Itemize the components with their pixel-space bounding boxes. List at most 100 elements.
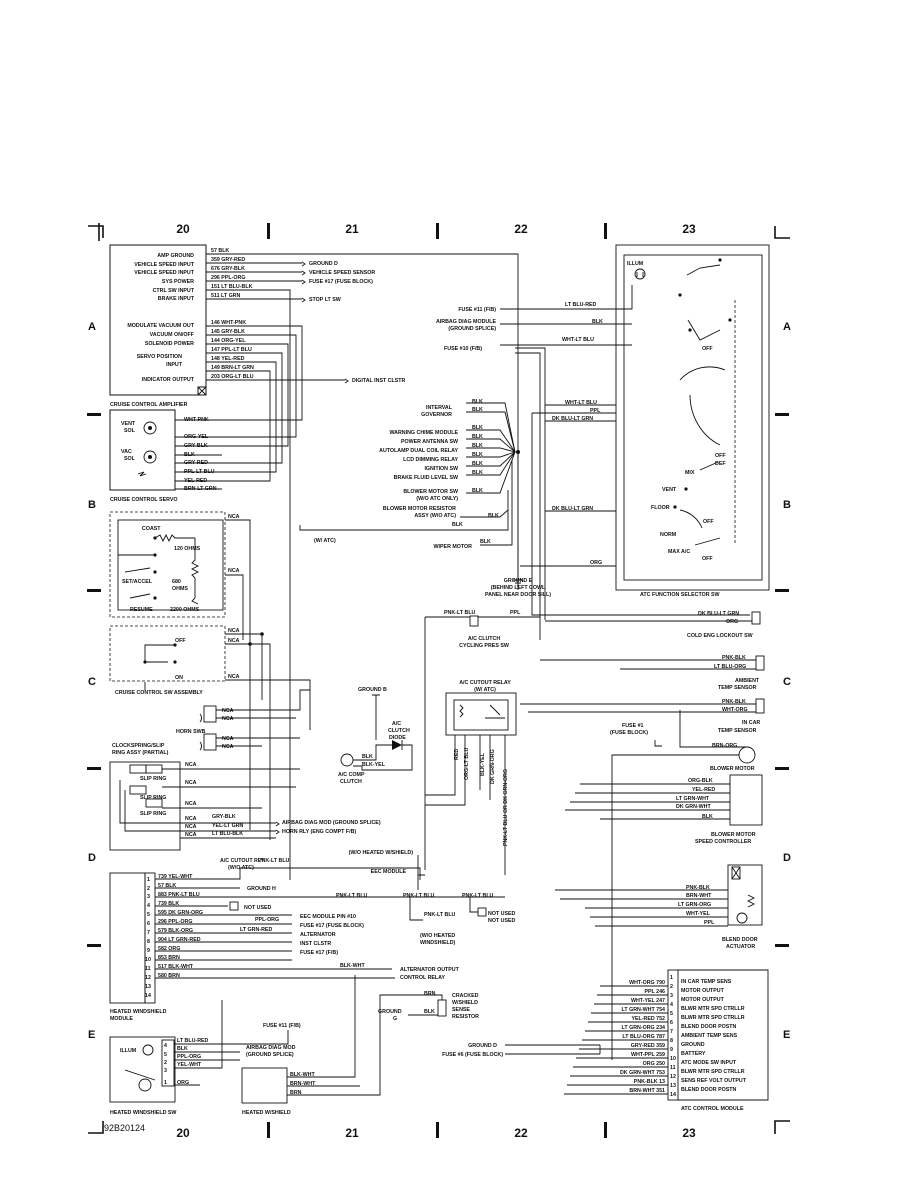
atc-pin-number: 11 <box>670 1065 676 1071</box>
svg-text:2: 2 <box>147 886 150 892</box>
svg-text:EEC MODULE: EEC MODULE <box>371 869 407 875</box>
svg-text:DK BLU-LT GRN: DK BLU-LT GRN <box>698 611 739 617</box>
svg-text:VEHICLE SPEED SENSOR: VEHICLE SPEED SENSOR <box>309 270 375 276</box>
svg-text:SPEED CONTROLLER: SPEED CONTROLLER <box>695 839 751 845</box>
svg-text:OHMS: OHMS <box>172 586 188 592</box>
row-label-c-right: C <box>783 676 791 688</box>
svg-text:BLK: BLK <box>480 539 491 545</box>
svg-text:(W/ ATC): (W/ ATC) <box>314 538 336 544</box>
svg-text:W/SHIELD: W/SHIELD <box>452 1000 478 1006</box>
svg-text:OFF: OFF <box>175 638 186 644</box>
svg-text:PNK-BLK: PNK-BLK <box>686 885 710 891</box>
svg-text:(GROUND SPLICE): (GROUND SPLICE) <box>448 326 496 332</box>
svg-text:SOL: SOL <box>124 428 136 434</box>
atc-wire-label: PNK-BLK 13 <box>634 1079 665 1085</box>
svg-text:144 ORG-YEL: 144 ORG-YEL <box>211 338 246 344</box>
cruise-control-sw-assembly: COAST 120 OHMS SET/ACCEL 680 OHMS RESUME… <box>109 511 311 840</box>
svg-text:VEHICLE SPEED INPUT: VEHICLE SPEED INPUT <box>134 270 195 276</box>
svg-text:GROUND E: GROUND E <box>504 578 533 584</box>
svg-text:5: 5 <box>164 1052 167 1058</box>
svg-text:NOT USED: NOT USED <box>488 911 516 917</box>
svg-text:CTRL SW INPUT: CTRL SW INPUT <box>153 288 195 294</box>
svg-text:SET/ACCEL: SET/ACCEL <box>122 579 153 585</box>
svg-text:DK GRN-WHT: DK GRN-WHT <box>676 804 711 810</box>
svg-text:SYS POWER: SYS POWER <box>162 279 194 285</box>
atc-pin-number: 5 <box>670 1011 673 1017</box>
svg-text:6: 6 <box>147 921 150 927</box>
svg-text:FUSE #10 (F/B): FUSE #10 (F/B) <box>444 346 482 352</box>
svg-text:RED: RED <box>454 749 460 760</box>
svg-text:203 ORG-LT BLU: 203 ORG-LT BLU <box>211 374 254 380</box>
svg-text:579 BLK-ORG: 579 BLK-ORG <box>158 928 193 934</box>
svg-text:MODULE: MODULE <box>110 1016 133 1022</box>
atc-ground-d-label: GROUND D <box>468 1043 497 1049</box>
col-label-23: 23 <box>682 222 696 236</box>
heated-windshield-sw: ILLUM 4 5 2 3 1 HEATED WINDSHIELD SW LT … <box>109 1000 301 1116</box>
svg-text:COLD ENG LOCKOUT SW: COLD ENG LOCKOUT SW <box>687 633 753 639</box>
svg-text:120 OHMS: 120 OHMS <box>174 546 201 552</box>
svg-text:57 BLK: 57 BLK <box>158 883 176 889</box>
svg-text:296 PPL-ORG: 296 PPL-ORG <box>211 275 245 281</box>
svg-text:151 LT BLU-BLK: 151 LT BLU-BLK <box>211 284 253 290</box>
svg-text:ORG: ORG <box>590 560 602 566</box>
svg-text:NCA: NCA <box>228 674 240 680</box>
svg-text:DIODE: DIODE <box>389 735 406 741</box>
svg-text:296 PPL-ORG: 296 PPL-ORG <box>158 919 192 925</box>
cruise-control-amplifier: AMP GROUND VEHICLE SPEED INPUT VEHICLE S… <box>109 244 519 880</box>
atc-pin-number: 8 <box>670 1038 673 1044</box>
col-label-22-bottom: 22 <box>514 1126 528 1140</box>
svg-text:AIRBAG DIAG MOD (GROUND SPLICE: AIRBAG DIAG MOD (GROUND SPLICE) <box>282 820 381 826</box>
svg-text:BLK: BLK <box>472 452 483 458</box>
row-label-d-right: D <box>783 852 791 864</box>
svg-text:G: G <box>393 1016 397 1022</box>
col-label-20-bottom: 20 <box>176 1126 190 1140</box>
atc-pin-function: BLEND DOOR POSTN <box>681 1024 736 1030</box>
svg-text:145 GRY-BLK: 145 GRY-BLK <box>211 329 245 335</box>
row-label-a-right: A <box>783 321 791 333</box>
svg-text:676 GRY-BLK: 676 GRY-BLK <box>211 266 245 272</box>
svg-text:BLK: BLK <box>488 513 499 519</box>
svg-text:LT GRN-WHT: LT GRN-WHT <box>676 796 710 802</box>
svg-text:SERVO POSITION: SERVO POSITION <box>137 354 182 360</box>
svg-text:EEC MODULE PIN #10: EEC MODULE PIN #10 <box>300 914 356 920</box>
svg-text:BRN-WHT: BRN-WHT <box>290 1081 316 1087</box>
svg-text:CONTROL RELAY: CONTROL RELAY <box>400 975 445 981</box>
svg-text:RESUME: RESUME <box>130 607 153 613</box>
svg-text:BRN: BRN <box>424 991 436 997</box>
svg-text:BLK: BLK <box>472 443 483 449</box>
svg-text:10: 10 <box>145 957 151 963</box>
center-section: INTERVAL GOVERNOR WARNING CHIME MODULE P… <box>220 285 633 1022</box>
atc-pin-function: MOTOR OUTPUT <box>681 988 725 994</box>
svg-text:ORG: ORG <box>726 619 738 625</box>
svg-text:SLIP RING: SLIP RING <box>140 811 166 817</box>
svg-text:VEHICLE SPEED INPUT: VEHICLE SPEED INPUT <box>134 262 195 268</box>
atc-wire-label: YEL-RED 752 <box>631 1016 665 1022</box>
svg-text:IGNITION SW: IGNITION SW <box>424 466 458 472</box>
heated-wshield: HEATED W/SHIELD BLK-WHT BRN-WHT BRN <box>241 975 425 1116</box>
atc-wire-label: ORG 250 <box>643 1061 665 1067</box>
svg-text:SLIP RING: SLIP RING <box>140 776 166 782</box>
svg-text:AMBIENT: AMBIENT <box>735 678 760 684</box>
svg-text:AIRBAG DIAG MOD: AIRBAG DIAG MOD <box>246 1045 296 1051</box>
svg-text:NOT USED: NOT USED <box>488 918 516 924</box>
svg-text:RESISTOR: RESISTOR <box>452 1014 479 1020</box>
svg-text:148 YEL-RED: 148 YEL-RED <box>211 356 245 362</box>
svg-text:ATC FUNCTION SELECTOR SW: ATC FUNCTION SELECTOR SW <box>640 592 720 598</box>
svg-text:ASSY (W/O ATC): ASSY (W/O ATC) <box>414 513 456 519</box>
atc-pin-function: ATC MODE SW INPUT <box>681 1060 737 1066</box>
svg-text:2200 OHMS: 2200 OHMS <box>170 607 200 613</box>
svg-text:BRAKE INPUT: BRAKE INPUT <box>158 296 195 302</box>
svg-text:NCA: NCA <box>185 832 197 838</box>
right-components: DK BLU-LT GRN ORG COLD ENG LOCKOUT SW PN… <box>520 611 765 1060</box>
svg-text:RING ASSY (PARTIAL): RING ASSY (PARTIAL) <box>112 750 169 756</box>
atc-pin-number: 10 <box>670 1056 676 1062</box>
svg-text:VENT: VENT <box>121 421 136 427</box>
svg-text:BLK: BLK <box>472 425 483 431</box>
atc-pin-function: BLEND DOOR POSTN <box>681 1087 736 1093</box>
col-label-21: 21 <box>345 222 359 236</box>
atc-pin-number: 12 <box>670 1074 676 1080</box>
svg-text:PNK-LT BLU: PNK-LT BLU <box>403 893 435 899</box>
row-label-b: B <box>88 499 96 511</box>
atc-pin-number: 13 <box>670 1083 676 1089</box>
svg-text:PNK-BLK: PNK-BLK <box>722 655 746 661</box>
